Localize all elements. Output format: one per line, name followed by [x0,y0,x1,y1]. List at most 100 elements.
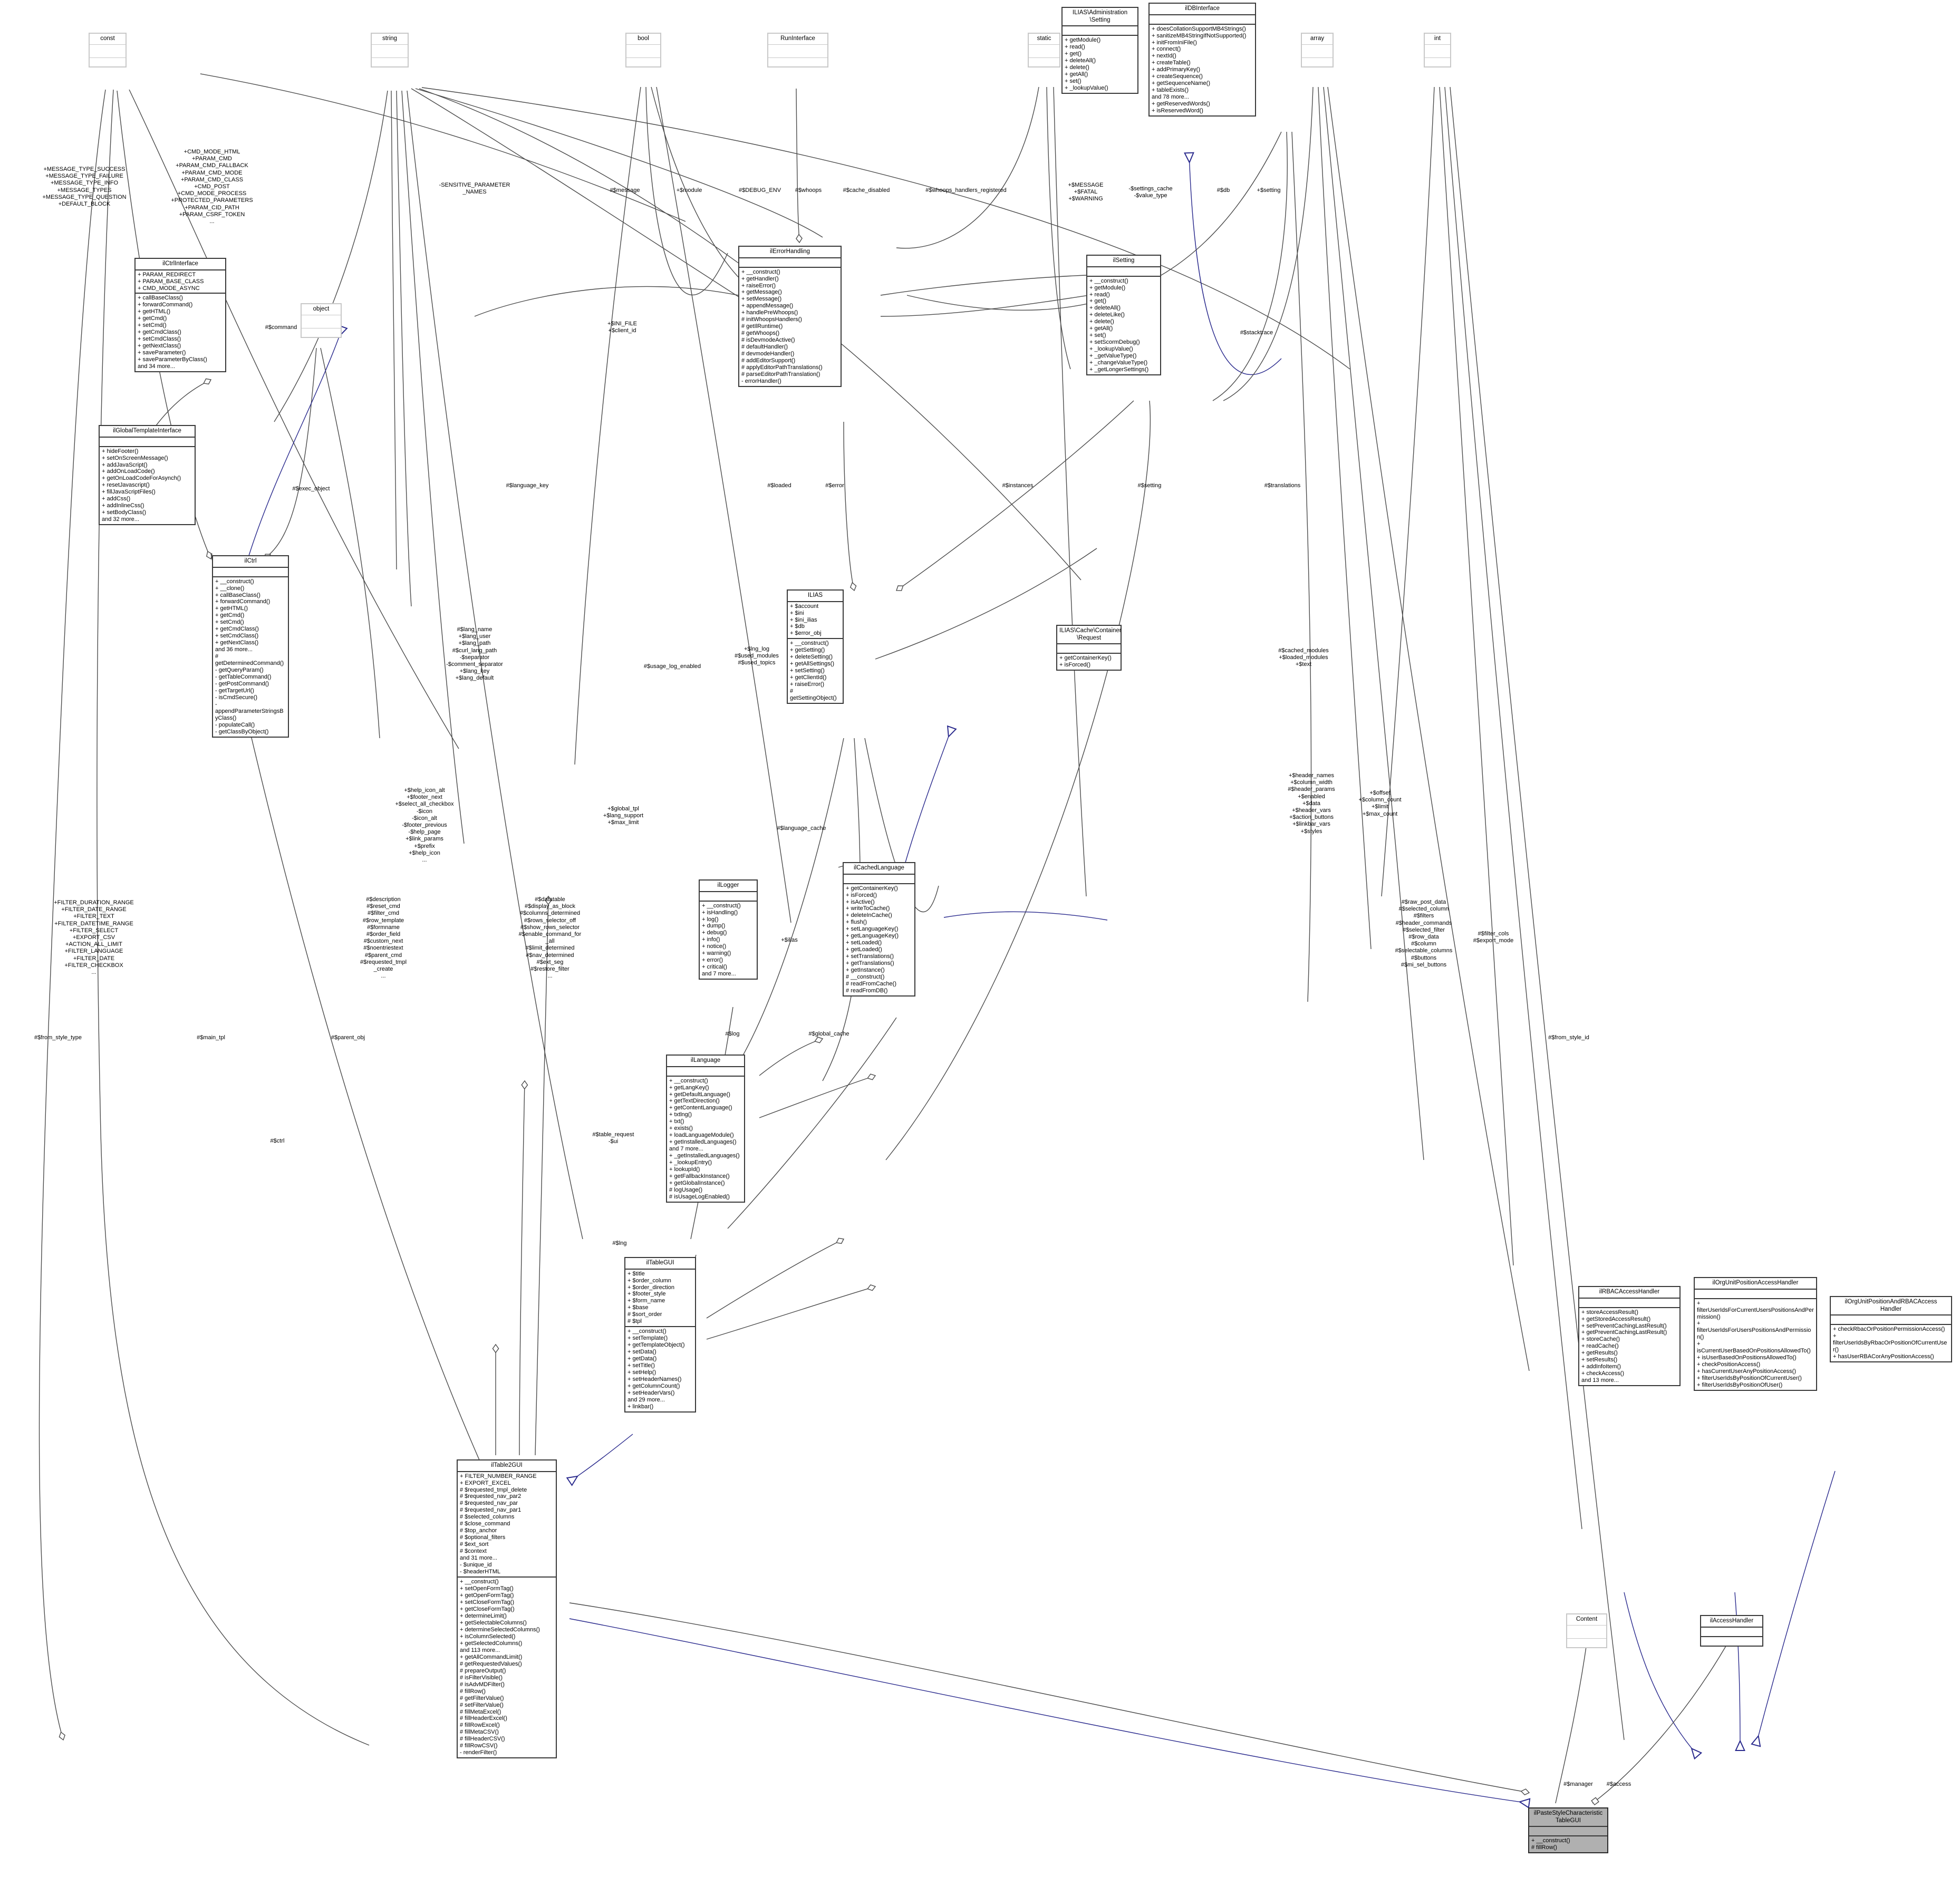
class-node-string[interactable]: string [371,33,409,67]
class-node-bool[interactable]: bool [625,33,661,67]
member-row: + tableExists() [1152,87,1189,94]
node-title: ilRBACAccessHandler [1579,1287,1679,1299]
member-row: + _getLongerSettings() [1089,366,1149,373]
member-row: + createTable() [1152,60,1191,66]
node-operations: + __construct()+ getHandler()+ raiseErro… [739,268,841,386]
class-node-ilias[interactable]: ILIAS + $account+ $ini+ $ini_ilias+ $db+… [787,589,844,704]
member-row: + setHelp() [627,1369,656,1376]
class-node-ilctrl[interactable]: ilCtrl + __construct()+ __clone()+ callB… [212,555,289,738]
member-row: + debug() [702,930,727,936]
class-node-ilorgunitpositionaccesshandler[interactable]: ilOrgUnitPositionAccessHandler + filterU… [1694,1277,1817,1391]
edge-label-setting: +$setting [1257,187,1281,194]
member-row: + appendMessage() [741,303,794,309]
edge-label-table-request: #$table_request -$ui [592,1131,634,1145]
node-attributes [1579,1299,1679,1308]
class-node-ilpastestylecharacteristictablegui[interactable]: ilPasteStyleCharacteristic TableGUI + __… [1528,1807,1608,1854]
class-node-illanguage[interactable]: ilLanguage + __construct()+ getLangKey()… [666,1055,745,1203]
class-node-illogger[interactable]: ilLogger + __construct()+ isHandling()+ … [699,879,758,980]
member-row: + getCmdClass() [138,329,181,336]
member-row: + saveParameter() [138,350,186,356]
member-row: + get() [1089,298,1107,305]
edge-label-parent-obj: #$parent_obj [331,1034,365,1041]
member-row: + checkPositionAccess() [1697,1361,1761,1368]
node-title: array [1302,34,1333,45]
edge-label-whoops: #$whoops [795,187,822,194]
class-node-object[interactable]: object [301,303,342,338]
node-attributes [1701,1628,1762,1637]
class-node-ilsetting[interactable]: ilSetting + __construct()+ getModule()+ … [1086,255,1161,376]
member-row: + setLanguageKey() [846,926,899,933]
node-attributes [1029,45,1059,58]
member-row: # initWhoopsHandlers() [741,316,802,323]
member-row: + filterUserIdsForUsersPositionsAndPermi… [1697,1320,1811,1341]
class-node-array[interactable]: array [1301,33,1334,67]
member-row: + error() [702,957,723,964]
member-row: + setHeaderNames() [627,1376,682,1383]
member-row: - getTargetUrl() [215,688,254,694]
node-title: ilOrgUnitPositionAccessHandler [1695,1278,1816,1290]
class-node-ilglobaltemplateinterface[interactable]: ilGlobalTemplateInterface + hideFooter()… [99,425,196,526]
member-row: + deleteSetting() [790,654,833,661]
member-row: + notice() [702,943,727,950]
edge-label-instances: #$instances [1002,482,1034,489]
member-row: + isReservedWord() [1152,108,1203,114]
member-row: # applyEditorPathTranslations() [741,364,823,371]
member-row: + critical() [702,964,727,971]
member-row: and 36 more... [215,646,253,653]
member-row: + getTextDirection() [669,1098,720,1105]
member-row: + getSelectedColumns() [460,1640,523,1647]
node-operations [768,58,827,66]
member-row: + nextId() [1152,53,1176,60]
member-row: + setOpenFormTag() [460,1585,514,1592]
member-row: + setLoaded() [846,940,882,946]
node-title: const [90,34,125,45]
class-node-runinterface[interactable]: RunInterface [767,33,828,67]
member-row: # getIlRuntime() [741,323,783,330]
member-row: + getFallbackInstance() [669,1173,730,1180]
member-row: # setFilterValue() [460,1701,504,1708]
node-operations: + __construct()+ getLangKey()+ getDefaul… [667,1077,744,1202]
class-node-iltable2gui[interactable]: ilTable2GUI + FILTER_NUMBER_RANGE+ EXPOR… [457,1459,557,1759]
member-row: + deleteAll() [1065,57,1096,64]
member-row: + EXPORT_EXCEL [460,1479,511,1486]
member-row: # isFilterVisible() [460,1674,503,1681]
class-node-ilias-administration-setting[interactable]: ILIAS\Administration \Setting + getModul… [1061,7,1138,94]
member-row: + getTemplateObject() [627,1342,685,1349]
class-node-content[interactable]: Content [1566,1613,1607,1648]
node-title: int [1425,34,1450,45]
member-row: + getSelectableColumns() [460,1619,527,1626]
class-node-ilias-cache-container-request[interactable]: ILIAS\Cache\Container \Request + getCont… [1056,625,1122,671]
member-row: # $requested_nav_par2 [460,1493,522,1500]
class-node-ildbinterface[interactable]: ilDBInterface + doesCollationSupportMB4S… [1148,3,1256,117]
class-node-ilerrorhandling[interactable]: ilErrorHandling + __construct()+ getHand… [738,246,842,388]
class-node-ilorgunitpositionandrbacaccesshandler[interactable]: ilOrgUnitPositionAndRBACAccess Handler +… [1830,1296,1952,1362]
class-node-int[interactable]: int [1424,33,1451,67]
member-row: # isDevmodeActive() [741,337,795,344]
member-row: + $base [627,1304,649,1311]
member-row: # $sort_order [627,1311,662,1318]
node-title: ilCtrlInterface [136,259,225,270]
node-operations: + getModule()+ read()+ get()+ deleteAll(… [1063,36,1137,93]
member-row: # parseEditorPathTranslation() [741,371,820,378]
class-node-ilctrlinterface[interactable]: ilCtrlInterface + PARAM_REDIRECT+ PARAM_… [134,258,226,373]
class-node-ilaccesshandler[interactable]: ilAccessHandler [1700,1615,1763,1647]
member-row: + __clone() [215,585,245,592]
member-row: + __construct() [1531,1837,1570,1844]
class-node-ilcachedlanguage[interactable]: ilCachedLanguage + getContainerKey()+ is… [843,862,915,997]
class-node-ilrbacaccesshandler[interactable]: ilRBACAccessHandler + storeAccessResult(… [1578,1286,1681,1387]
member-row: + __construct() [741,268,780,275]
member-row: + linkbar() [627,1403,654,1410]
member-row: - $unique_id [460,1562,492,1569]
member-row: + addInfoItem() [1581,1363,1621,1370]
node-attributes: + FILTER_NUMBER_RANGE+ EXPORT_EXCEL# $re… [458,1472,556,1578]
edge-label-manager: #$manager [1563,1781,1593,1787]
member-row: + storeCache() [1581,1336,1620,1343]
member-row: # readFromCache() [846,981,896,988]
class-node-const[interactable]: const [89,33,127,67]
class-node-iltablegui[interactable]: ilTableGUI + $title+ $order_column+ $ord… [624,1257,696,1413]
node-attributes [1302,45,1333,58]
member-row: + _lookupValue() [1089,346,1133,353]
class-node-static[interactable]: static [1028,33,1060,67]
member-row: # getFilterValue() [460,1695,504,1701]
